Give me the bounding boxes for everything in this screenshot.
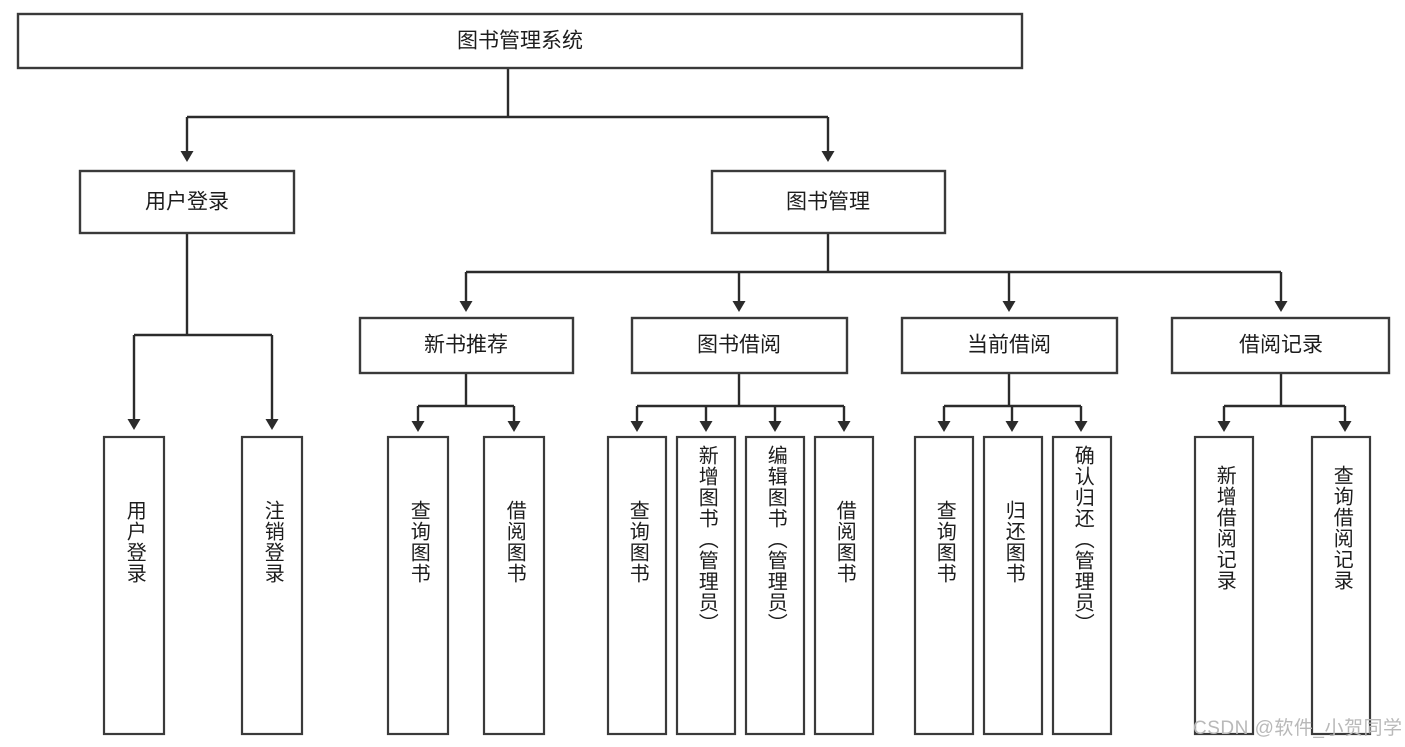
edge-user-login-to-leaves xyxy=(127,233,279,430)
leaf-boxes-user-login xyxy=(102,435,304,736)
leaf-box-add-book[interactable] xyxy=(675,435,737,736)
leaf-box-confirm-return[interactable] xyxy=(1051,435,1113,736)
node-new-book-recommend[interactable]: 新书推荐 xyxy=(358,316,575,375)
node-new-book-recommend-label: 新书推荐 xyxy=(424,334,508,357)
node-user-login[interactable]: 用户登录 xyxy=(78,169,296,235)
leaf-box-user-login[interactable] xyxy=(102,435,166,736)
leaf-box-return-book[interactable] xyxy=(982,435,1044,736)
node-book-borrow[interactable]: 图书借阅 xyxy=(630,316,849,375)
leaf-boxes-book-borrow xyxy=(606,435,875,736)
node-book-borrow-label: 图书借阅 xyxy=(697,334,781,357)
edge-book-borrow-to-leaves xyxy=(630,373,851,432)
leaf-box-query-book-2[interactable] xyxy=(606,435,668,736)
leaf-box-query-book-1[interactable] xyxy=(386,435,450,736)
edge-borrow-record-to-leaves xyxy=(1217,373,1352,432)
node-borrow-record-label: 借阅记录 xyxy=(1239,334,1323,357)
leaf-boxes-borrow-record xyxy=(1193,435,1372,736)
edge-book-manage-to-level3 xyxy=(459,233,1288,312)
leaf-box-borrow-book-1[interactable] xyxy=(482,435,546,736)
edge-current-borrow-to-leaves xyxy=(937,373,1088,432)
node-book-manage[interactable]: 图书管理 xyxy=(710,169,947,235)
node-root[interactable]: 图书管理系统 xyxy=(16,12,1024,70)
edge-new-book-recommend-to-leaves xyxy=(411,373,521,432)
node-current-borrow[interactable]: 当前借阅 xyxy=(900,316,1119,375)
leaf-box-query-record[interactable] xyxy=(1310,435,1372,736)
leaf-box-edit-book[interactable] xyxy=(744,435,806,736)
leaf-boxes-new-book-recommend xyxy=(386,435,546,736)
node-user-login-label: 用户登录 xyxy=(145,191,229,214)
leaf-box-query-book-3[interactable] xyxy=(913,435,975,736)
leaf-boxes-current-borrow xyxy=(913,435,1113,736)
node-borrow-record[interactable]: 借阅记录 xyxy=(1170,316,1391,375)
csdn-watermark: CSDN @软件_小贺同学 xyxy=(1193,718,1403,739)
node-book-manage-label: 图书管理 xyxy=(786,191,870,214)
node-root-label: 图书管理系统 xyxy=(457,30,583,53)
leaf-box-borrow-book-2[interactable] xyxy=(813,435,875,736)
node-current-borrow-label: 当前借阅 xyxy=(967,334,1051,357)
edge-root-to-level2 xyxy=(180,68,835,162)
leaf-box-add-record[interactable] xyxy=(1193,435,1255,736)
leaf-box-logout-login[interactable] xyxy=(240,435,304,736)
